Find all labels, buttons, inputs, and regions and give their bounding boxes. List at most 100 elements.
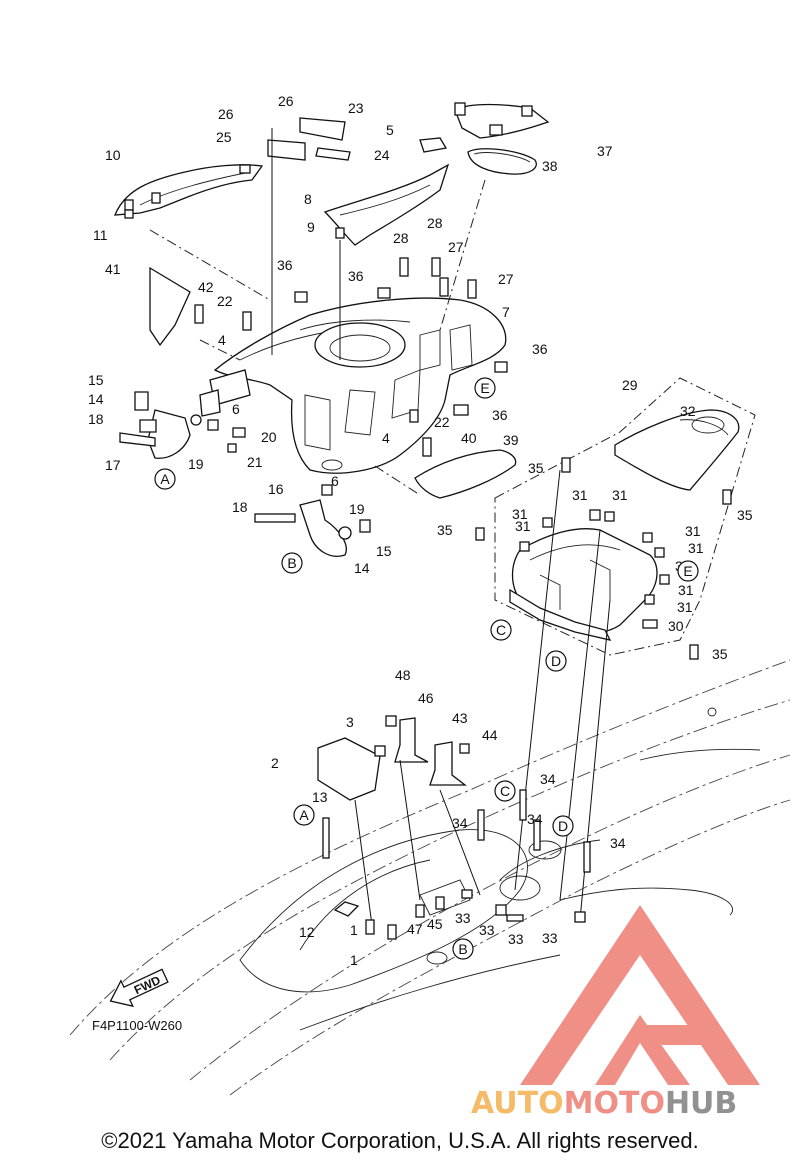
callout-29: 29 <box>622 377 638 393</box>
callout-22: 22 <box>217 293 233 309</box>
ref-circle <box>490 619 512 641</box>
part-main-frame <box>199 297 507 474</box>
callout-3: 3 <box>346 714 354 730</box>
ref-marker-a: A <box>154 468 176 490</box>
callout-31: 31 <box>512 506 528 522</box>
ref-circle <box>452 938 474 960</box>
callout-43: 43 <box>452 710 468 726</box>
callout-18: 18 <box>88 411 104 427</box>
callout-8: 8 <box>304 191 312 207</box>
callout-18: 18 <box>232 499 248 515</box>
part-hose-46 <box>394 717 429 763</box>
callout-46: 46 <box>418 690 434 706</box>
fwd-arrow: FWD <box>109 968 169 1008</box>
callout-42: 42 <box>198 279 214 295</box>
part-small-plate <box>299 117 346 141</box>
callout-41: 41 <box>105 261 121 277</box>
part-side-panel <box>149 266 191 347</box>
part-lower-cover <box>414 449 517 499</box>
callout-31: 31 <box>685 523 701 539</box>
ref-letter: D <box>551 653 561 669</box>
ref-marker-b: B <box>452 938 474 960</box>
callout-35: 35 <box>712 646 728 662</box>
ref-marker-c: C <box>494 780 516 802</box>
callout-19: 19 <box>188 456 204 472</box>
callout-15: 15 <box>376 543 392 559</box>
leader-lines <box>149 179 486 496</box>
part-bracket-left <box>147 409 191 459</box>
reference-markers: A A B B C C D D E E <box>154 377 699 960</box>
ref-letter: C <box>500 783 510 799</box>
ref-letter: A <box>160 471 170 487</box>
callout-17: 17 <box>105 457 121 473</box>
ref-letter: E <box>480 380 489 396</box>
hull-outline <box>69 659 791 1096</box>
callout-47: 47 <box>407 921 423 937</box>
callout-24: 24 <box>374 147 390 163</box>
fwd-label: FWD <box>132 973 163 997</box>
callout-31: 31 <box>678 582 694 598</box>
callout-31: 31 <box>515 518 531 534</box>
part-center-cover <box>323 163 450 246</box>
callout-39: 39 <box>503 432 519 448</box>
callout-28: 28 <box>393 230 409 246</box>
ref-letter: C <box>496 622 506 638</box>
part-seat-cushion <box>614 409 740 491</box>
callout-7: 7 <box>502 304 510 320</box>
ref-letter: E <box>683 563 692 579</box>
part-front-cover <box>114 164 264 216</box>
watermark-brand-moto: MOTO <box>564 1086 665 1121</box>
callout-6: 6 <box>232 401 240 417</box>
part-storage-box <box>509 528 658 641</box>
callout-25: 25 <box>216 129 232 145</box>
drawing-code: F4P1100-W260 <box>92 1018 182 1033</box>
callout-14: 14 <box>88 391 104 407</box>
ref-marker-e: E <box>474 377 496 399</box>
watermark-logo: AUTOMOTOHUB <box>471 905 760 1121</box>
callout-9: 9 <box>307 219 315 235</box>
callout-36: 36 <box>492 407 508 423</box>
callout-35: 35 <box>437 522 453 538</box>
ref-circle <box>677 560 699 582</box>
callout-30: 30 <box>668 618 684 634</box>
svg-text:AUTOMOTOHUB: AUTOMOTOHUB <box>471 1086 737 1121</box>
callout-26: 26 <box>218 106 234 122</box>
callout-28: 28 <box>427 215 443 231</box>
ref-circle <box>545 650 567 672</box>
ref-letter: A <box>299 807 309 823</box>
callout-31: 31 <box>612 487 628 503</box>
callout-31: 31 <box>572 487 588 503</box>
callout-35: 35 <box>528 460 544 476</box>
callout-27: 27 <box>448 239 464 255</box>
callout-34: 34 <box>610 835 626 851</box>
part-cap <box>419 137 448 153</box>
part-strip <box>315 147 351 161</box>
ref-letter: D <box>558 818 568 834</box>
callout-36: 36 <box>532 341 548 357</box>
callout-1: 1 <box>350 922 358 938</box>
callout-26: 26 <box>278 93 294 109</box>
callout-16: 16 <box>268 481 284 497</box>
part-bracket <box>267 139 306 161</box>
callout-19: 19 <box>349 501 365 517</box>
callout-labels: 1123445667891011121314141515161718181919… <box>88 93 753 968</box>
callout-48: 48 <box>395 667 411 683</box>
part-hatch-lid <box>454 102 550 139</box>
ref-circle <box>494 780 516 802</box>
callout-15: 15 <box>88 372 104 388</box>
part-gasket <box>467 148 537 175</box>
callout-1: 1 <box>350 952 358 968</box>
ref-marker-d: D <box>545 650 567 672</box>
callout-34: 34 <box>527 811 543 827</box>
callout-20: 20 <box>261 429 277 445</box>
callout-38: 38 <box>542 158 558 174</box>
callout-27: 27 <box>498 271 514 287</box>
ref-letter: B <box>287 555 296 571</box>
callout-12: 12 <box>299 924 315 940</box>
callout-21: 21 <box>247 454 263 470</box>
callout-4: 4 <box>382 430 390 446</box>
callout-34: 34 <box>452 815 468 831</box>
part-hose-43 <box>429 741 467 786</box>
callout-33: 33 <box>479 922 495 938</box>
